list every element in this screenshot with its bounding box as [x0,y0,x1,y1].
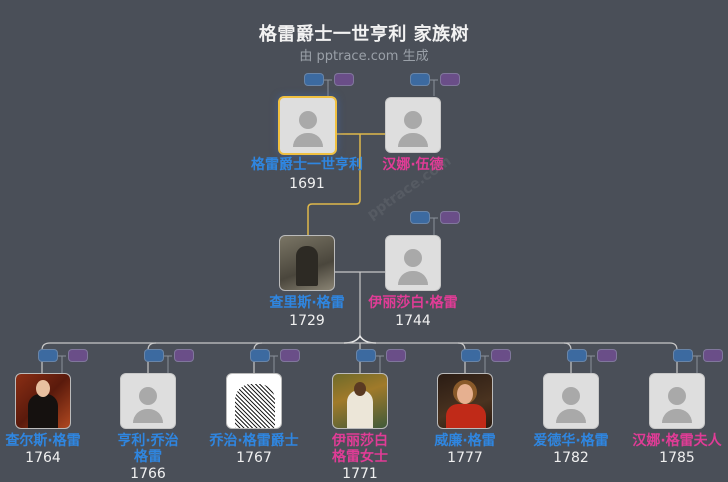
person-card-c4[interactable] [332,373,388,429]
portrait-image [347,390,373,428]
person-name[interactable]: 查里斯·格雷 [269,295,345,311]
person-name[interactable]: 亨利·乔治 [117,433,179,449]
person-birth-year: 1729 [289,313,325,329]
person-birth-year: 1782 [553,450,589,466]
mother-link-button[interactable] [386,349,406,362]
person-card-c6[interactable] [543,373,599,429]
person-card-elizabeth[interactable] [385,235,441,291]
portrait-image [28,394,58,428]
father-link-button[interactable] [461,349,481,362]
father-link-button[interactable] [673,349,693,362]
father-link-button[interactable] [250,349,270,362]
person-name[interactable]: 汉娜·格雷夫人 [632,433,722,449]
person-card-charles[interactable] [279,235,335,291]
mother-link-button[interactable] [440,211,460,224]
person-placeholder-icon [298,111,317,129]
father-link-button[interactable] [144,349,164,362]
father-link-button[interactable] [410,73,430,86]
person-card-c7[interactable] [649,373,705,429]
mother-link-button[interactable] [280,349,300,362]
father-link-button[interactable] [356,349,376,362]
page-title: 格雷爵士一世亨利 家族树 [258,24,470,45]
portrait-image [296,246,318,286]
mother-link-button[interactable] [334,73,354,86]
person-birth-year: 1771 [342,466,378,482]
person-placeholder-icon [562,387,580,405]
person-birth-year: 1777 [447,450,483,466]
person-placeholder-icon [668,387,686,405]
father-link-button[interactable] [304,73,324,86]
mother-link-button[interactable] [597,349,617,362]
portrait-image [235,384,275,428]
person-name-line2[interactable]: 格雷女士 [332,449,388,465]
mother-link-button[interactable] [174,349,194,362]
person-birth-year: 1766 [130,466,166,482]
mother-link-button[interactable] [440,73,460,86]
father-link-button[interactable] [567,349,587,362]
mother-link-button[interactable] [491,349,511,362]
person-birth-year: 1691 [289,176,325,192]
person-card-c2[interactable] [120,373,176,429]
person-birth-year: 1764 [25,450,61,466]
page-subtitle: 由 pptrace.com 生成 [299,49,429,64]
person-name[interactable]: 汉娜·伍德 [382,157,444,173]
person-name[interactable]: 查尔斯·格雷 [5,433,81,449]
father-link-button[interactable] [410,211,430,224]
person-name[interactable]: 威廉·格雷 [434,433,496,449]
person-card-c5[interactable] [437,373,493,429]
person-birth-year: 1767 [236,450,272,466]
person-card-c3[interactable] [226,373,282,429]
portrait-image [446,404,486,428]
person-placeholder-icon [404,249,422,267]
person-name[interactable]: 伊丽莎白 [332,433,388,449]
person-name[interactable]: 格雷爵士一世亨利 [251,157,363,173]
person-name[interactable]: 乔治·格雷爵士 [209,433,299,449]
person-placeholder-icon [404,111,422,129]
mother-link-button[interactable] [703,349,723,362]
person-birth-year: 1785 [659,450,695,466]
person-placeholder-icon [139,387,157,405]
person-birth-year: 1744 [395,313,431,329]
father-link-button[interactable] [38,349,58,362]
person-name[interactable]: 伊丽莎白·格雷 [368,295,458,311]
person-card-anna[interactable] [385,97,441,153]
person-card-henry[interactable] [278,96,337,155]
person-card-c1[interactable] [15,373,71,429]
mother-link-button[interactable] [68,349,88,362]
person-name[interactable]: 爱德华·格雷 [533,433,609,449]
person-name-line2[interactable]: 格雷 [134,449,162,465]
